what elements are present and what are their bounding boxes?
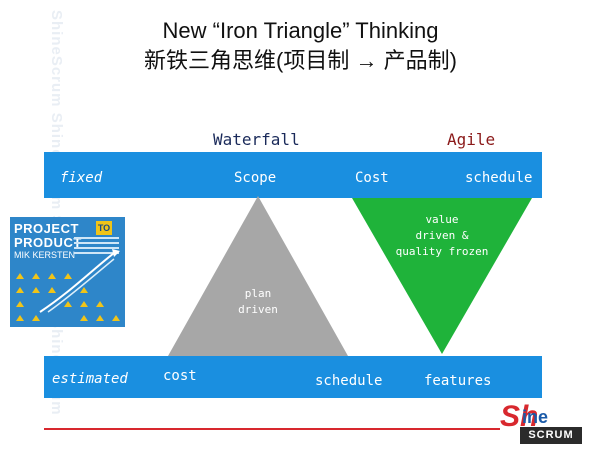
slide-title: New “Iron Triangle” Thinking: [162, 18, 439, 43]
shinescrum-logo: Sh ine SCRUM: [500, 401, 588, 447]
plan-text: plan: [244, 287, 272, 300]
slide-subtitle: 新铁三角思维(项目制 → 产品制): [144, 48, 457, 73]
agile-header: Agile: [447, 130, 496, 149]
waterfall-header: Waterfall: [213, 130, 300, 149]
top-cost-label: Cost: [355, 170, 389, 186]
waterfall-triangle-text: plan driven: [212, 286, 304, 318]
top-schedule-label: schedule: [465, 170, 533, 186]
book-subtitle-lines: [74, 237, 119, 257]
book-title-line1: PROJECT: [14, 221, 79, 236]
bottom-cost-label: cost: [163, 368, 197, 384]
bottom-features-label: features: [424, 373, 492, 389]
estimated-band: [44, 356, 542, 398]
book-title-line2: PRODUCT: [14, 235, 82, 250]
book-title-to: TO: [96, 221, 112, 235]
book-illustration: [16, 249, 120, 321]
top-scope-label: Scope: [234, 170, 277, 186]
quality-frozen-text: quality frozen: [395, 245, 489, 258]
value-text: value: [425, 213, 459, 226]
book-cover: PROJECT TO PRODUCT MIK KERSTEN: [10, 217, 125, 327]
agile-triangle: [352, 198, 532, 354]
agile-triangle-text: value driven & quality frozen: [382, 212, 502, 260]
driven-and-text: driven &: [415, 229, 469, 242]
book-author: MIK KERSTEN: [14, 250, 76, 260]
logo-scrum: SCRUM: [520, 427, 582, 444]
driven-text: driven: [238, 303, 278, 316]
row-label-estimated: estimated: [52, 371, 128, 387]
waterfall-triangle: [168, 196, 348, 356]
footer-divider: [44, 428, 500, 430]
logo-ine: ine: [522, 407, 549, 427]
fixed-band: [44, 152, 542, 198]
bottom-schedule-label: schedule: [315, 373, 383, 389]
row-label-fixed: fixed: [60, 170, 103, 186]
